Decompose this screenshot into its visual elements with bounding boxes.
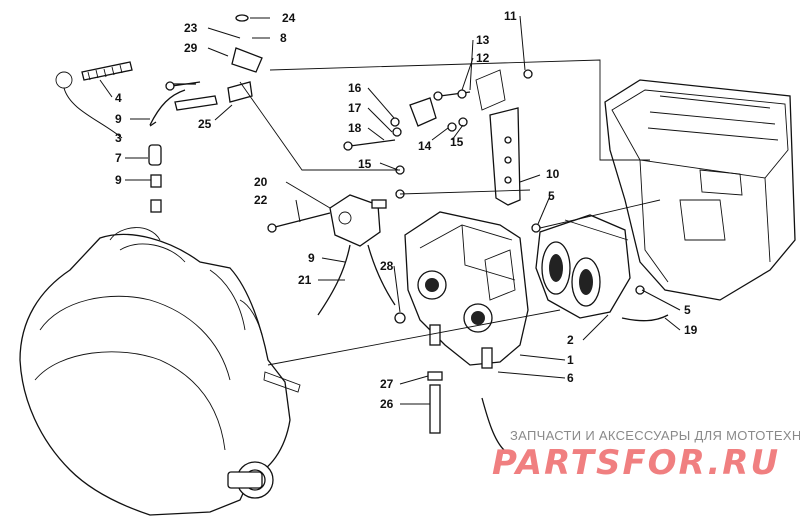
callout-25: 25 <box>198 117 212 131</box>
callout-9: 9 <box>308 251 315 265</box>
watermark-tagline: ЗАПЧАСТИ И АКСЕССУАРЫ ДЛЯ МОТОТЕХНИКИ <box>510 428 800 443</box>
callout-29: 29 <box>184 41 198 55</box>
callout-19: 19 <box>684 323 698 337</box>
callout-20: 20 <box>254 175 268 189</box>
callout-5: 5 <box>548 189 555 203</box>
callout-21: 21 <box>298 273 312 287</box>
callout-24: 24 <box>282 11 296 25</box>
bracket <box>475 69 521 206</box>
callout-28: 28 <box>380 259 394 273</box>
callout-12: 12 <box>476 51 490 65</box>
callout-6: 6 <box>567 371 574 385</box>
callout-labels: 24 23 8 29 4 9 25 3 7 9 11 13 12 16 17 1… <box>115 9 698 411</box>
fuel-pump <box>329 194 387 247</box>
hardware <box>165 69 669 381</box>
callout-2: 2 <box>567 333 574 347</box>
throttle-parts <box>55 14 263 213</box>
callout-11: 11 <box>504 9 517 23</box>
callout-16: 16 <box>348 81 362 95</box>
callout-7: 7 <box>115 151 122 165</box>
callout-9: 9 <box>115 112 122 126</box>
callout-4: 4 <box>115 91 122 105</box>
construction-lines <box>239 59 661 366</box>
watermark: ЗАПЧАСТИ И АКСЕССУАРЫ ДЛЯ МОТОТЕХНИКИ PA… <box>492 428 800 483</box>
callout-22: 22 <box>254 193 268 207</box>
callout-1: 1 <box>567 353 574 367</box>
callout-5: 5 <box>684 303 691 317</box>
callout-15: 15 <box>358 157 372 171</box>
callout-13: 13 <box>476 33 490 47</box>
callout-18: 18 <box>348 121 362 135</box>
callout-23: 23 <box>184 21 198 35</box>
callout-14: 14 <box>418 139 432 153</box>
callout-27: 27 <box>380 377 394 391</box>
leader-lines <box>63 15 681 405</box>
callout-26: 26 <box>380 397 394 411</box>
callout-17: 17 <box>348 101 362 115</box>
callout-8: 8 <box>280 31 287 45</box>
callout-10: 10 <box>546 167 560 181</box>
callout-9: 9 <box>115 173 122 187</box>
air-box <box>604 79 796 301</box>
carburetor <box>404 211 529 369</box>
engine <box>19 227 301 516</box>
callout-3: 3 <box>115 131 122 145</box>
intake-boot <box>535 214 631 319</box>
watermark-logo: PARTSFOR.RU <box>492 443 780 483</box>
callout-15: 15 <box>450 135 464 149</box>
